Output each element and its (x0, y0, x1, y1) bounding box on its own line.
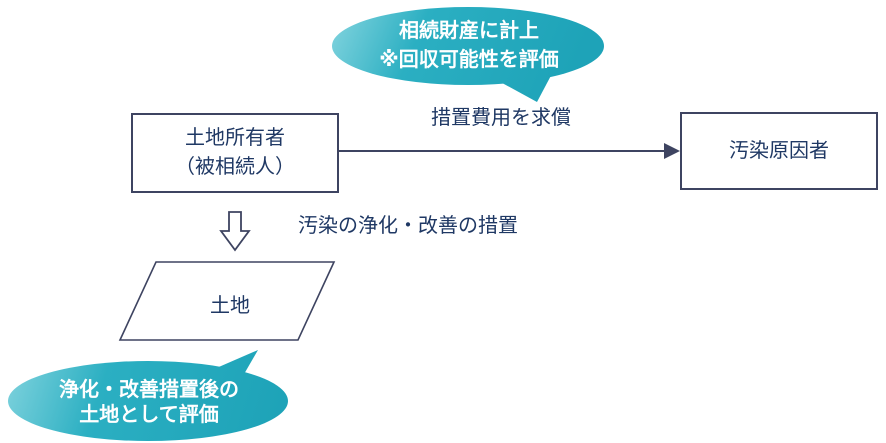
claim-arrow-label: 措置費用を求償 (431, 107, 571, 129)
bottom-callout-line2: 土地として評価 (79, 404, 219, 426)
land-node-label: 土地 (210, 295, 250, 317)
polluter-node-label: 汚染原因者 (729, 139, 829, 162)
land-parallelogram (118, 261, 336, 341)
claim-arrow-head (664, 143, 680, 159)
down-arrow-icon (219, 211, 251, 252)
top-callout-text: 相続財産に計上 ※回収可能性を評価 (334, 17, 604, 75)
owner-node-box: 土地所有者 （被相続人） (131, 113, 339, 193)
polluter-node-box: 汚染原因者 (680, 112, 878, 190)
remediation-step-label: 汚染の浄化・改善の措置 (298, 215, 518, 237)
top-callout-ellipse (332, 7, 604, 85)
top-callout-line2: ※回収可能性を評価 (379, 49, 559, 71)
owner-node-line1: 土地所有者 (185, 127, 285, 149)
owner-node-line2: （被相続人） (175, 156, 295, 178)
bottom-callout-bubble (8, 350, 288, 441)
top-callout-line1: 相続財産に計上 (399, 20, 539, 42)
bottom-callout-line1: 浄化・改善措置後の (59, 379, 239, 401)
top-callout-bubble (332, 7, 604, 102)
bottom-callout-ellipse (8, 361, 288, 441)
claim-arrow (339, 143, 680, 159)
bottom-callout-text: 浄化・改善措置後の 土地として評価 (18, 378, 280, 428)
